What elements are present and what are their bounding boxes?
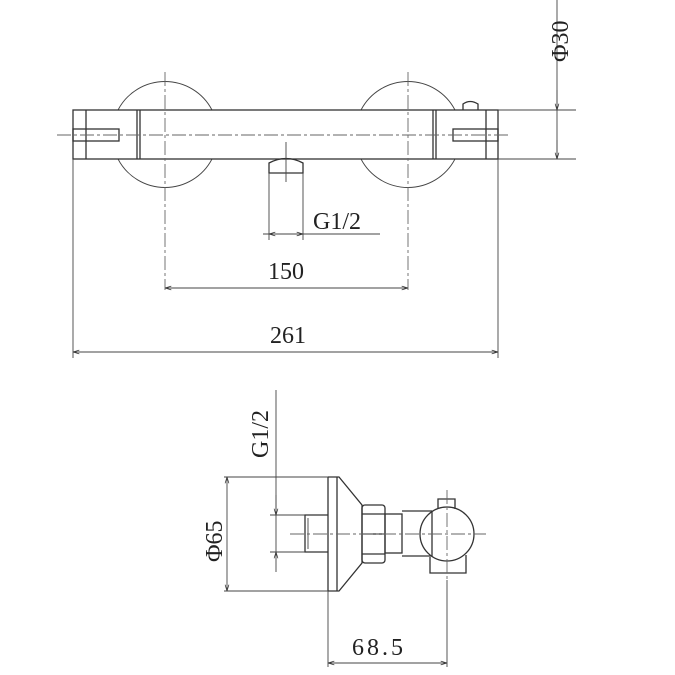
pipe-diameter-label: Φ30 xyxy=(548,20,574,62)
valve-body xyxy=(402,510,433,557)
connector-pipe xyxy=(384,513,403,554)
projection-label: 68.5 xyxy=(352,635,406,661)
left-handle-slot xyxy=(72,128,120,142)
side-outlet-thread-label: G1/2 xyxy=(248,410,274,458)
outlet xyxy=(268,157,304,174)
front-outlet-thread-label: G1/2 xyxy=(313,209,361,235)
overall-length-label: 261 xyxy=(270,323,306,349)
side-safety-button xyxy=(437,498,456,509)
side-view: G1/2 Φ65 68.5 xyxy=(202,390,486,667)
inlet-spacing-label: 150 xyxy=(268,259,304,285)
side-outlet xyxy=(429,555,467,574)
escutcheon-diameter-label: Φ65 xyxy=(202,520,228,562)
front-view: G1/2 150 261 Φ30 xyxy=(57,0,576,358)
inlet-pipe xyxy=(304,514,328,553)
safety-button xyxy=(462,100,479,110)
